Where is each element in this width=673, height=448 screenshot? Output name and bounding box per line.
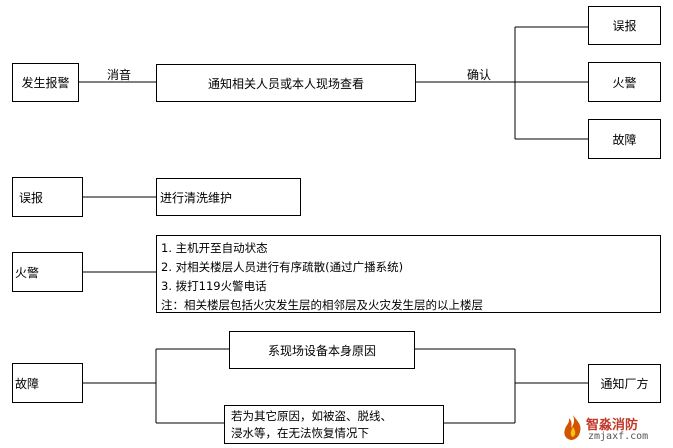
notify-box: 通知相关人员或本人现场查看 xyxy=(156,64,416,102)
watermark-logo: 智淼消防 zmjaxf.com xyxy=(560,411,670,445)
flame-logo-icon xyxy=(564,415,581,440)
cause-equipment-text: 系现场设备本身原因 xyxy=(267,343,376,358)
start-alarm-text: 发生报警 xyxy=(21,76,70,90)
false-alarm-box: 误报 xyxy=(12,177,83,217)
clean-maintain-box: 进行清洗维护 xyxy=(156,178,301,216)
outcome-fire-alarm-box: 火警 xyxy=(588,62,661,102)
fire-alarm-text: 火警 xyxy=(15,265,40,280)
notify-text: 通知相关人员或本人现场查看 xyxy=(207,76,364,91)
fault-box: 故障 xyxy=(12,363,83,403)
false-alarm-text: 误报 xyxy=(19,190,44,205)
fire-step-3: 3. 拨打119火警电话 xyxy=(161,279,267,293)
fire-step-note: 注：相关楼层包括火灾发生层的相邻层及火灾发生层的以上楼层 xyxy=(161,298,483,312)
outcome-fire-alarm-text: 火警 xyxy=(612,75,637,90)
fault-text: 故障 xyxy=(15,376,40,391)
watermark-domain: zmjaxf.com xyxy=(588,431,649,442)
fire-alarm-box: 火警 xyxy=(12,252,83,292)
cause-other-line2: 浸水等，在无法恢复情况下 xyxy=(231,426,369,440)
outcome-false-alarm-box: 误报 xyxy=(588,6,661,45)
fire-steps-box: 1. 主机开至自动状态 2. 对相关楼层人员进行有序疏散(通过广播系统) 3. … xyxy=(156,235,661,313)
watermark-name: 智淼消防 xyxy=(586,418,639,433)
silence-label: 消音 xyxy=(107,68,132,82)
cause-other-line1: 若为其它原因，如被盗、脱线、 xyxy=(231,409,392,423)
outcome-fault-text: 故障 xyxy=(612,132,637,147)
fire-step-1: 1. 主机开至自动状态 xyxy=(161,241,268,255)
start-alarm-box: 发生报警 xyxy=(12,63,79,102)
notify-vendor-box: 通知厂方 xyxy=(588,364,661,403)
cause-equipment-box: 系现场设备本身原因 xyxy=(229,331,415,369)
cause-other-box: 若为其它原因，如被盗、脱线、 浸水等，在无法恢复情况下 xyxy=(224,405,444,444)
notify-vendor-text: 通知厂方 xyxy=(600,377,649,391)
outcome-false-alarm-text: 误报 xyxy=(612,19,637,33)
outcome-fault-box: 故障 xyxy=(588,119,661,159)
clean-maintain-text: 进行清洗维护 xyxy=(160,190,233,205)
fire-step-2: 2. 对相关楼层人员进行有序疏散(通过广播系统) xyxy=(161,260,404,274)
confirm-label: 确认 xyxy=(467,68,492,82)
